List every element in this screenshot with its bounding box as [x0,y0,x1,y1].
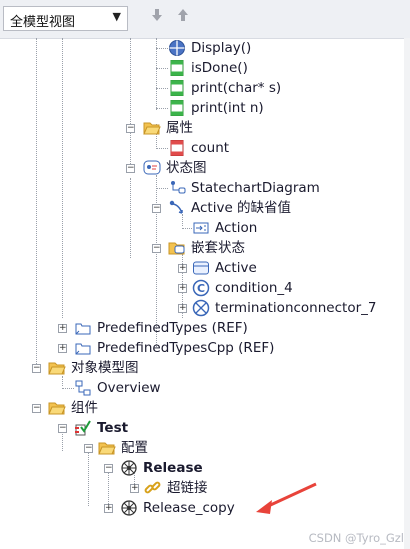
collapse-toggle[interactable]: − [84,443,93,453]
operation-public-icon [169,40,185,56]
tree-item-state-termination[interactable]: terminationconnector_7 [192,298,376,318]
up-arrow-icon [178,9,188,21]
state-icon [193,261,209,275]
collapse-toggle[interactable]: − [152,203,161,213]
active-component-icon [75,420,91,436]
view-select[interactable]: 全模型视图 ▼ [3,6,128,31]
expand-toggle[interactable]: + [58,323,67,333]
tree-item-attr-count[interactable]: count [168,138,229,158]
operation-icon [170,100,184,116]
tree-item-op-isdone[interactable]: isDone() [168,58,248,78]
open-folder-icon [48,362,66,375]
expand-toggle[interactable]: + [178,263,187,273]
watermark: CSDN @Tyro_Gzl [308,531,404,545]
tree-item-hyperlinks[interactable]: 超链接 [144,478,208,498]
action-icon [193,222,209,234]
configuration-icon [121,460,137,476]
toolbar: 全模型视图 ▼ [0,0,410,39]
tree-item-predefined-types[interactable]: PredefinedTypes (REF) [74,318,248,338]
tree-item-release-copy[interactable]: Release_copy [120,498,235,518]
chevron-down-icon[interactable]: ▼ [112,10,121,23]
package-reference-icon [75,323,91,335]
tree-item-statechart-folder[interactable]: 状态图 [143,158,207,178]
collapse-toggle[interactable]: − [32,403,41,413]
expand-toggle[interactable]: + [58,343,67,353]
tree-item-test[interactable]: Test [74,418,128,438]
nested-states-folder-icon [168,242,185,255]
collapse-toggle[interactable]: − [32,363,41,373]
operation-icon [170,60,184,76]
open-folder-icon [98,442,116,455]
tree-item-nested-states[interactable]: 嵌套状态 [168,238,245,258]
expand-toggle[interactable]: + [130,483,139,493]
open-folder-icon [48,402,66,415]
statechart-folder-icon [143,160,161,175]
hyperlink-icon [144,481,161,494]
collapse-toggle[interactable]: − [58,423,67,433]
move-down-button[interactable] [146,6,168,28]
collapse-toggle[interactable]: − [126,163,135,173]
tree-item-action[interactable]: Action [192,218,257,238]
configuration-icon [121,500,137,516]
tree-item-release[interactable]: Release [120,458,203,478]
operation-icon [170,80,184,96]
collapse-toggle[interactable]: − [126,123,135,133]
expand-toggle[interactable]: + [178,283,187,293]
tree-item-state-active[interactable]: Active [192,258,257,278]
tree-item-configurations[interactable]: 配置 [98,438,148,458]
tree-item-active-default[interactable]: Active 的缺省值 [168,198,291,218]
tree-item-op-display[interactable]: Display() [168,38,251,58]
tree-item-predefined-types-cpp[interactable]: PredefinedTypesCpp (REF) [74,338,274,358]
model-browser-tree: Display() isDone() print(char* s) print(… [0,38,410,549]
collapse-toggle[interactable]: − [152,243,161,253]
collapse-toggle[interactable]: − [104,463,113,473]
move-up-button[interactable] [172,6,194,28]
tree-item-statechart-diagram[interactable]: StatechartDiagram [168,178,320,198]
expand-toggle[interactable]: + [104,503,113,513]
open-folder-icon [143,122,161,135]
svg-text:C: C [197,282,205,295]
tree-item-object-model-diagrams[interactable]: 对象模型图 [48,358,139,378]
tree-item-state-condition[interactable]: C condition_4 [192,278,293,298]
tree-item-overview[interactable]: Overview [74,378,161,398]
default-transition-icon [169,200,183,214]
view-select-value: 全模型视图 [10,15,76,30]
tree-item-op-print-int[interactable]: print(int n) [168,98,264,118]
statechart-diagram-icon [171,181,186,194]
tree-item-op-print-char[interactable]: print(char* s) [168,78,281,98]
tree-item-attributes-folder[interactable]: 属性 [143,118,193,138]
object-model-diagram-icon [75,380,91,396]
annotation-arrow [256,482,317,514]
tree-item-components[interactable]: 组件 [48,398,98,418]
down-arrow-icon [152,9,162,21]
attribute-icon [170,140,184,156]
scrollbar-track[interactable] [404,38,410,549]
termination-connector-icon [192,299,210,317]
expand-toggle[interactable]: + [178,303,187,313]
condition-connector-icon: C [192,279,210,297]
package-reference-icon [75,343,91,355]
